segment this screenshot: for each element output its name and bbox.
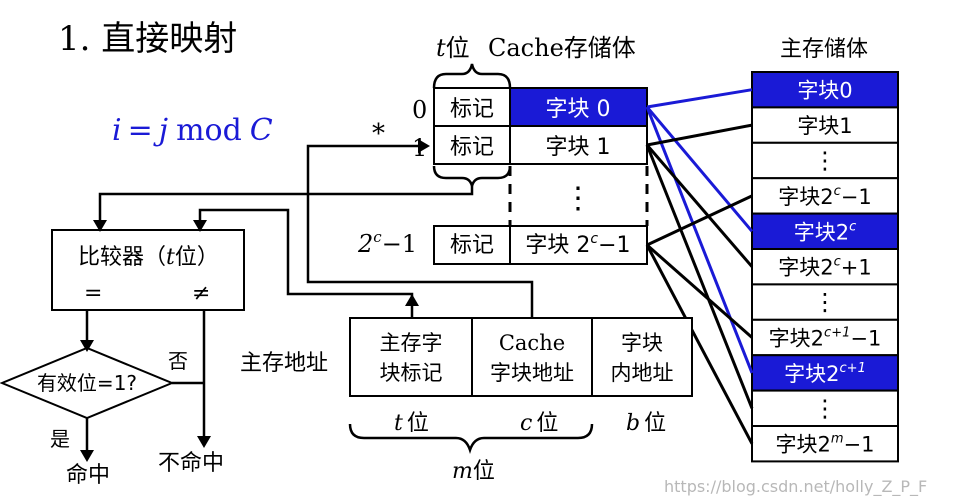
cache-tag-width-label: t位 (436, 34, 470, 62)
mapping-line-6 (646, 194, 753, 247)
main-memory-block-8 (751, 354, 899, 392)
main-memory-block-1 (751, 106, 899, 144)
tag-to-comparator-line (98, 186, 474, 222)
cache-block-text-1: 字块 1 (546, 135, 611, 160)
main-memory-block-label-3: 字块2c−1 (778, 184, 872, 209)
comparator-not-equal-sign: ≠ (192, 281, 210, 306)
arrow-into-comparator-left (93, 220, 107, 232)
comparator-equal-sign: = (84, 281, 102, 306)
cache-tag-text-last: 标记 (450, 233, 494, 258)
arrow-into-cache-row (418, 139, 430, 153)
cache-row-label-0: 0 (412, 96, 427, 124)
main-memory-block-4 (751, 212, 899, 251)
main-memory-block-0 (751, 71, 899, 109)
cache-block-text-last: 字块 2c−1 (525, 231, 630, 258)
arrow-into-miss (197, 436, 211, 448)
cache-address-select-line (306, 144, 534, 318)
mapping-line-2 (645, 106, 754, 374)
miss-label: 不命中 (158, 451, 224, 476)
address-field-offset (591, 317, 693, 397)
arrow-up-address (405, 294, 419, 306)
address-label: 主存地址 (240, 351, 328, 376)
m-bits-brace (348, 423, 594, 454)
comparator-box (51, 229, 245, 311)
address-field-offset-line1: 字块 (621, 331, 663, 355)
hit-label: 命中 (66, 463, 110, 488)
main-memory-block-10 (751, 425, 899, 463)
address-field-cache-line1: Cache (499, 331, 565, 355)
cache-tag-text-1: 标记 (450, 135, 494, 160)
valid-no-label: 否 (168, 349, 188, 373)
m-bits-label: m位 (452, 459, 495, 484)
main-memory-block-7 (751, 318, 899, 357)
tag-column-brace-top (432, 63, 512, 89)
main-memory-block-label-8: 字块2c+1 (784, 361, 866, 386)
mapping-line-5 (645, 144, 754, 409)
main-memory-block-label-7: 字块2c+1−1 (769, 326, 882, 351)
arrow-into-diamond (80, 340, 94, 352)
address-field-tag-line1: 主存字 (380, 331, 443, 355)
main-memory-block-9 (751, 389, 899, 428)
watermark: https://blog.csdn.net/holly_Z_P_F (664, 477, 927, 497)
main-memory-block-label-2: ⋮ (813, 147, 837, 175)
cache-tag-cell-1 (433, 125, 511, 165)
main-memory-block-5 (751, 248, 899, 286)
cache-dots: ⋮ (563, 181, 593, 216)
cache-tag-text-0: 标记 (450, 97, 494, 122)
mapping-line-7 (646, 243, 753, 339)
arrow-into-hit (80, 450, 94, 462)
main-memory-title: 主存储体 (780, 37, 868, 62)
main-memory-block-label-1: 字块1 (797, 114, 852, 138)
main-memory-blocks: 字块0 字块1 ⋮ 字块2c−1 字块2c 字块2c+1 ⋮ 字块2c+1−1 字块2c+1 ⋮ 字… (751, 71, 899, 463)
valid-yes-label: 是 (50, 427, 70, 451)
main-memory-block-label-9: ⋮ (813, 394, 837, 422)
address-field-offset-line2: 内地址 (611, 361, 674, 385)
address-field-tag-line2: 块标记 (380, 361, 443, 385)
cache-block-text-0: 字块 0 (546, 97, 611, 122)
comparator-label: 比较器（t位） (78, 245, 219, 270)
main-memory-block-label-4: 字块2c (794, 219, 857, 244)
address-field-cache-line2: 字块地址 (490, 361, 574, 385)
mapping-line-0 (646, 88, 753, 109)
mapping-lines (645, 88, 754, 445)
cache-block-cell-last (509, 225, 648, 265)
main-memory-block-label-0: 字块0 (797, 79, 852, 103)
arrow-into-comparator-right (193, 220, 207, 232)
tag-column-brace-bottom (432, 165, 512, 187)
main-memory-block-6 (751, 283, 899, 321)
main-memory-block-label-5: 字块2c+1 (778, 255, 872, 280)
cache-title: Cache存储体 (488, 34, 636, 62)
mapping-line-3 (646, 123, 753, 147)
mapping-line-4 (645, 144, 754, 268)
main-memory-block-2 (751, 141, 899, 180)
cache-tag-cell-last (433, 225, 511, 265)
cache-row-label-last: 2c−1 (357, 228, 417, 258)
valid-bit-question: 有效位=1? (37, 371, 137, 395)
address-field-cache-block (471, 317, 593, 397)
star-marker: * (372, 119, 385, 149)
main-memory-block-label-10: 字块2m−1 (775, 432, 874, 457)
main-memory-block-label-6: ⋮ (813, 288, 837, 316)
mapping-line-1 (645, 106, 754, 233)
mapping-line-8 (645, 244, 754, 445)
page-title: 1. 直接映射 (58, 19, 237, 59)
